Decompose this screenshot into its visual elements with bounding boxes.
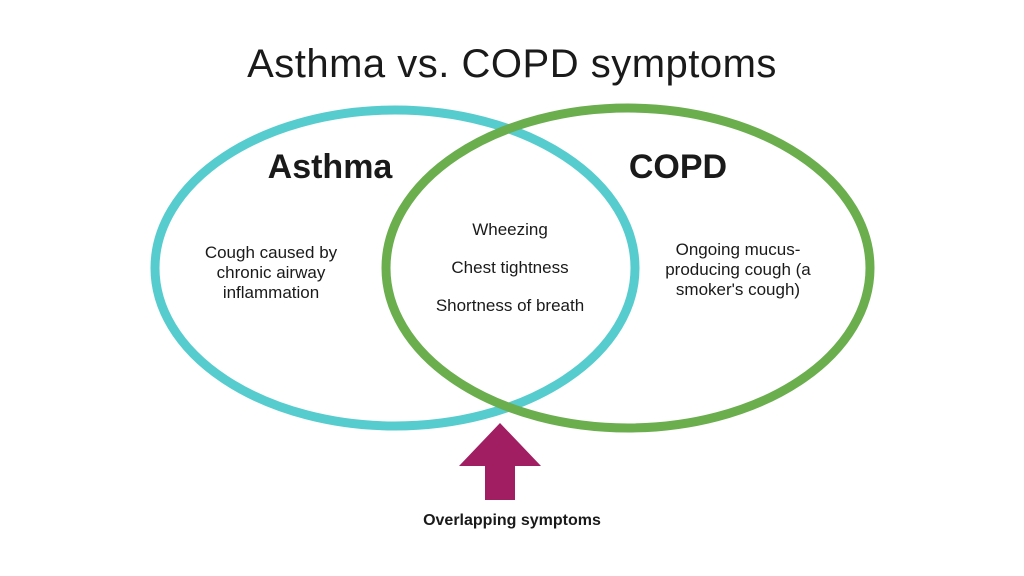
- asthma-circle: [150, 105, 640, 431]
- up-arrow-icon: [459, 423, 541, 500]
- overlap-symptom: Wheezing: [472, 220, 548, 239]
- diagram-title: Asthma vs. COPD symptoms: [247, 42, 777, 86]
- asthma-label: Asthma: [267, 148, 393, 186]
- overlap-symptom: Chest tightness: [451, 258, 569, 277]
- copd-label: COPD: [628, 148, 728, 186]
- asthma-only-symptom: Cough caused by chronic airway inflammat…: [204, 243, 338, 302]
- overlap-caption: Overlapping symptoms: [423, 512, 601, 529]
- copd-only-symptom: Ongoing mucus-producing cough (a smoker'…: [665, 240, 811, 299]
- overlap-symptom-list: Wheezing Chest tightness Shortness of br…: [400, 220, 620, 334]
- copd-circle: [381, 103, 875, 433]
- overlap-symptom: Shortness of breath: [435, 296, 585, 315]
